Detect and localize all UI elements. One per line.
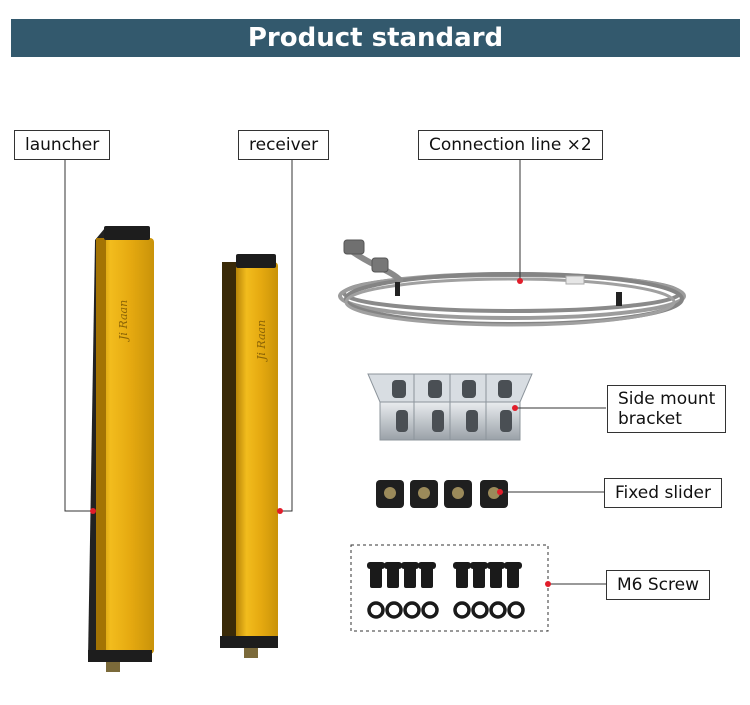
brand-logo-launcher: Ji Raan xyxy=(117,300,130,342)
m6-screw-label: M6 Screw xyxy=(606,570,711,600)
side-mount-bracket-label-line2: bracket xyxy=(618,409,682,429)
receiver-label: receiver xyxy=(238,130,330,160)
fixed-sliders xyxy=(376,480,508,508)
brand-logo-receiver: Ji Raan xyxy=(255,320,268,362)
page-title: Product standard xyxy=(247,23,504,53)
launcher-label: launcher xyxy=(14,130,111,160)
launcher-light-curtain: Ji Raan xyxy=(88,226,154,672)
side-mount-bracket-label-line1: Side mount xyxy=(618,389,716,409)
svg-text:Ji Raan: Ji Raan xyxy=(255,320,268,362)
side-mount-brackets xyxy=(367,373,533,441)
page-title-banner: Product standard xyxy=(11,19,740,57)
pointer-dots xyxy=(90,278,551,587)
receiver-light-curtain: Ji Raan xyxy=(220,254,278,658)
svg-text:Ji Raan: Ji Raan xyxy=(117,300,130,342)
side-mount-bracket-label: Side mount bracket xyxy=(607,385,727,433)
connection-cable-coil xyxy=(338,239,686,327)
connection-line-label: Connection line ×2 xyxy=(418,130,603,160)
fixed-slider-label: Fixed slider xyxy=(604,478,722,508)
m6-screw-set xyxy=(350,544,549,632)
pointer-lines xyxy=(64,160,606,585)
